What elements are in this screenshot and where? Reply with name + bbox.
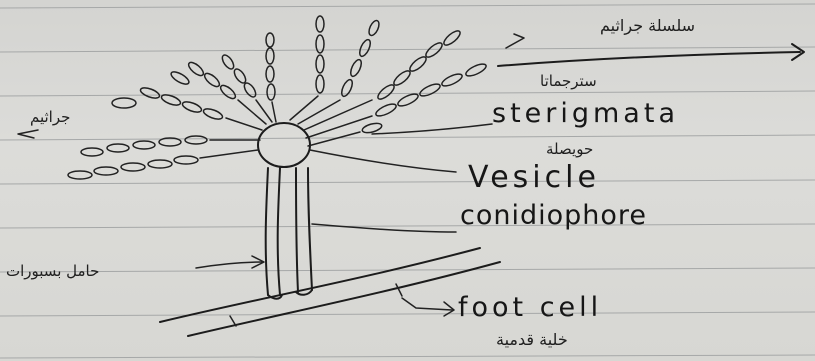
label-vesicle: Vesicle xyxy=(468,160,600,195)
label-ar-spore-chain: سلسلة جراثيم xyxy=(600,16,695,35)
label-ar-sterigmata: سترجماتا xyxy=(540,72,597,90)
hypha xyxy=(160,248,500,336)
label-ar-spores: جراثيم xyxy=(30,108,70,126)
label-conidiophore: conidiophore xyxy=(460,200,647,231)
label-ar-vesicle: حويصلة xyxy=(546,140,593,158)
sterigmata-and-spores xyxy=(68,16,488,179)
vesicle xyxy=(258,123,310,167)
conidiophore-stalk xyxy=(266,168,312,299)
label-foot-cell: foot cell xyxy=(458,292,602,323)
label-ar-conidiophore: حامل بسبورات xyxy=(6,262,99,280)
ruled-lines xyxy=(0,4,815,358)
label-ar-foot-cell: خلية قدمية xyxy=(496,330,568,349)
pointer-lines xyxy=(18,34,804,316)
label-sterigmata: sterigmata xyxy=(492,98,679,129)
